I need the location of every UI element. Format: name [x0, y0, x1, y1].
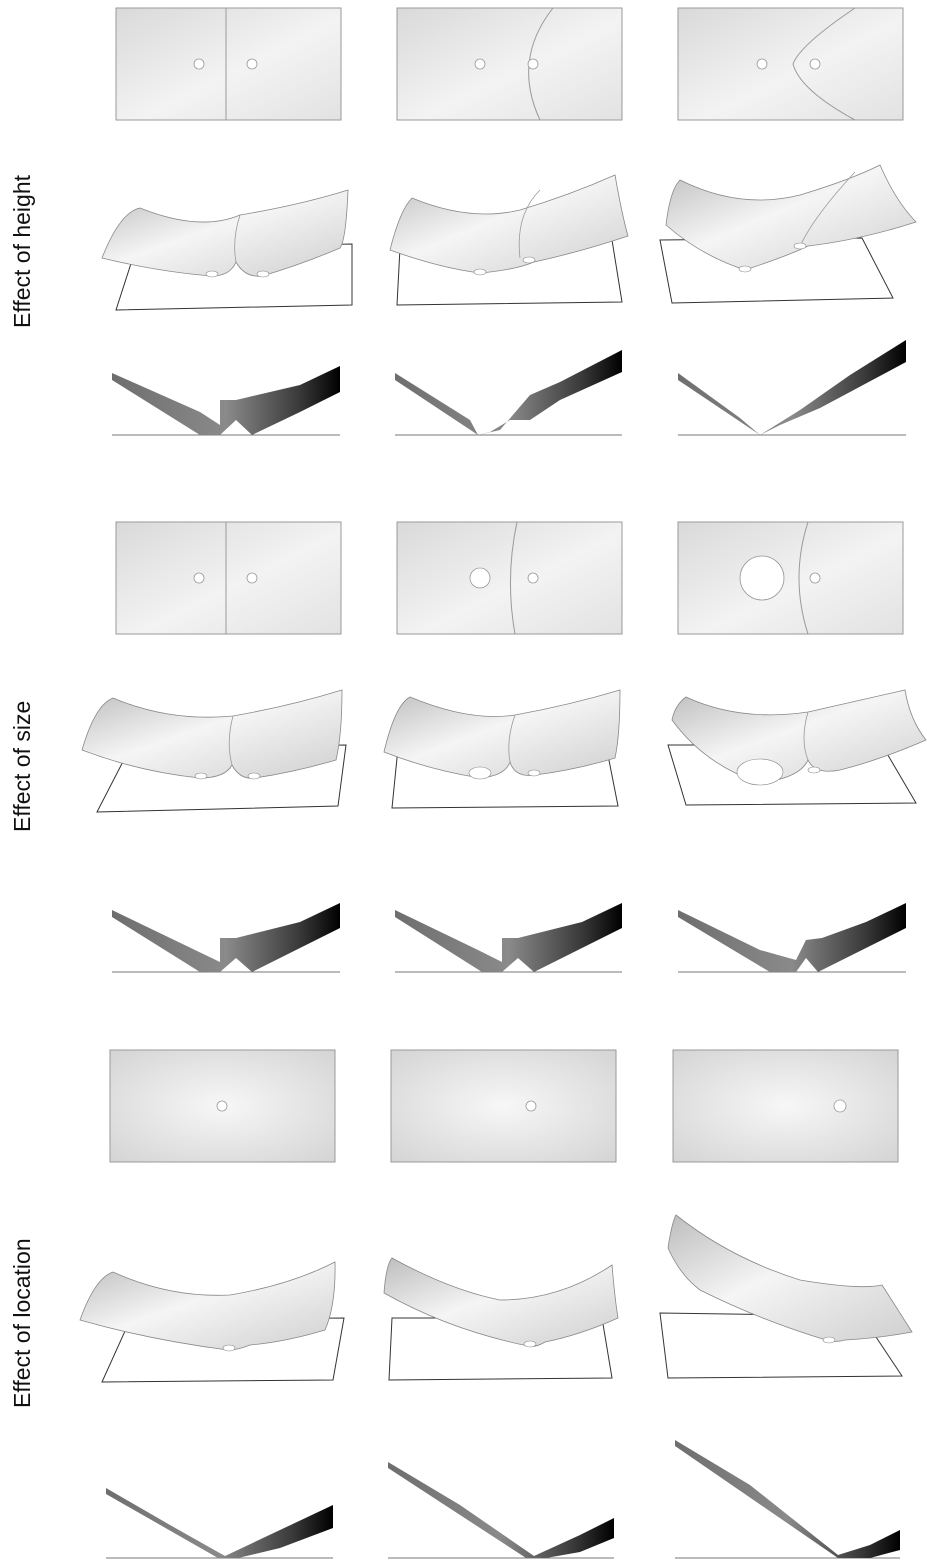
plan-view: [677, 7, 904, 121]
surface-view: [81, 689, 347, 813]
group-location: [79, 1049, 913, 1559]
group-height: [101, 7, 917, 436]
plan-view: [390, 1049, 617, 1163]
section-view: [388, 1462, 614, 1559]
section-view: [112, 903, 340, 973]
plan-view: [677, 521, 904, 635]
surface-view: [79, 1261, 345, 1383]
group-label-location: Effect of location: [9, 1238, 35, 1408]
section-view: [678, 340, 906, 436]
surface-view: [659, 164, 917, 304]
plan-view: [672, 1049, 899, 1163]
plan-view: [396, 7, 623, 121]
section-view: [112, 366, 340, 436]
group-size: [81, 521, 927, 973]
plan-view: [115, 521, 342, 635]
section-view: [395, 350, 622, 436]
surface-view: [667, 689, 927, 806]
surface-view: [383, 689, 621, 809]
plan-view: [109, 1049, 336, 1163]
surface-view: [383, 1257, 619, 1381]
group-label-height: Effect of height: [9, 174, 35, 328]
surface-view: [659, 1214, 913, 1379]
group-label-size: Effect of size: [9, 701, 35, 832]
plan-view: [115, 7, 342, 121]
surface-view: [389, 174, 629, 306]
plan-view: [396, 521, 623, 635]
section-view: [395, 903, 622, 973]
surface-view: [101, 189, 353, 311]
section-view: [675, 1440, 900, 1559]
section-view: [106, 1488, 333, 1559]
section-view: [678, 903, 906, 973]
